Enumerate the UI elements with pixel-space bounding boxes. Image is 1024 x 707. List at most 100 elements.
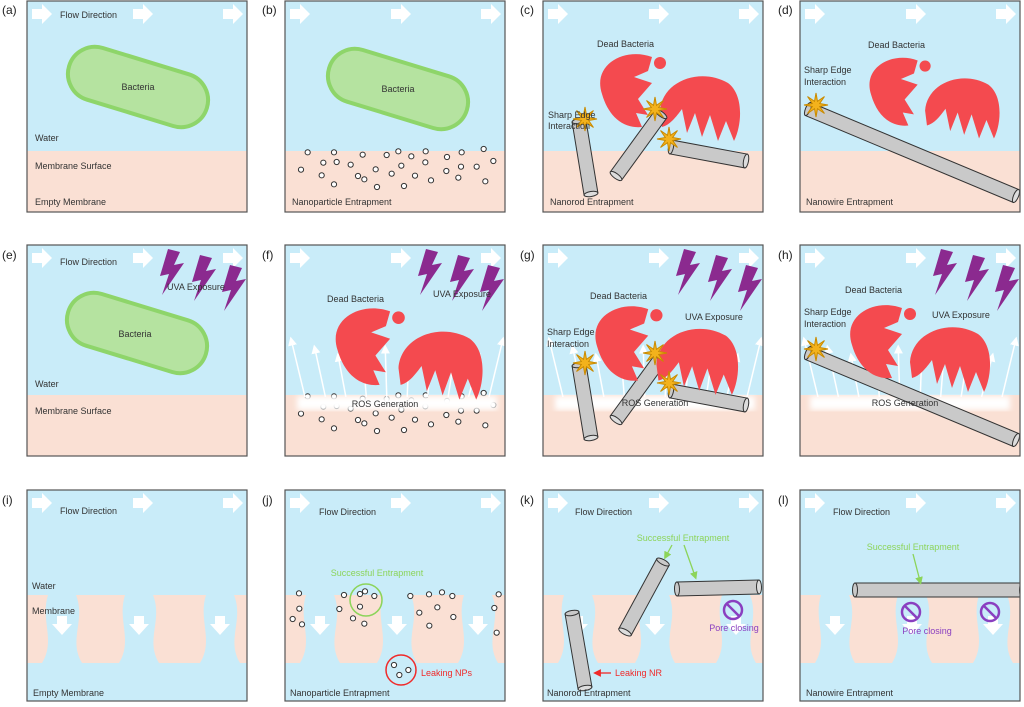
nanorod-end bbox=[583, 434, 599, 442]
sharp-edge-star-icon bbox=[642, 340, 668, 366]
successful-entrapment-circle bbox=[349, 583, 383, 617]
membrane-surface bbox=[27, 395, 247, 456]
nanoparticle bbox=[330, 149, 338, 156]
nanoparticle bbox=[356, 603, 364, 610]
nanoparticle bbox=[297, 410, 305, 417]
sharp-edge-star-icon bbox=[803, 92, 829, 118]
uva-lightning-icon bbox=[965, 255, 989, 301]
dead-bacteria-label: Dead Bacteria bbox=[597, 39, 654, 49]
panel-l: Flow Direction Successful Entrapment Por… bbox=[799, 489, 1021, 702]
panel-caption: Nanoparticle Entrapment bbox=[292, 197, 392, 207]
nanoparticle bbox=[289, 615, 296, 623]
pore-closing-icon bbox=[900, 601, 922, 623]
panel-i: Flow Direction Water Membrane Empty Memb… bbox=[26, 489, 248, 702]
nanorod-end bbox=[742, 397, 750, 413]
nanorod bbox=[803, 101, 1020, 204]
ros-glow bbox=[297, 396, 497, 410]
nanoparticle bbox=[405, 666, 412, 674]
panel-frame bbox=[799, 0, 1021, 213]
nanoparticle bbox=[361, 176, 368, 183]
flow-arrow-icon bbox=[996, 493, 1016, 513]
nanoparticle bbox=[349, 615, 357, 622]
nanoparticle bbox=[434, 604, 441, 611]
nanorod-end bbox=[1011, 188, 1020, 204]
flow-arrow-icon bbox=[906, 493, 926, 513]
panel-j: Flow Direction Successful Entrapment Lea… bbox=[284, 489, 506, 702]
sharp-edge-label: Sharp Edge bbox=[548, 110, 596, 120]
pore-closing-icon bbox=[722, 599, 744, 621]
flow-arrow-icon bbox=[739, 248, 759, 268]
nanoparticle bbox=[450, 613, 457, 621]
ros-arrow bbox=[311, 344, 327, 398]
flow-arrow-icon bbox=[481, 248, 501, 268]
uva-lightning-icon bbox=[995, 265, 1019, 311]
flow-arrow-icon bbox=[649, 248, 669, 268]
bacteria-cell bbox=[64, 290, 210, 376]
nanorod-end bbox=[564, 609, 580, 617]
bacteria-cell bbox=[325, 46, 471, 132]
nanoparticle bbox=[427, 421, 435, 428]
pore-closing-label: Pore closing bbox=[709, 623, 759, 633]
ros-arrow bbox=[288, 336, 306, 398]
flow-arrow-icon bbox=[481, 493, 501, 513]
nanoparticle bbox=[361, 620, 368, 627]
panel-frame bbox=[542, 489, 764, 702]
flow-arrow-icon bbox=[548, 248, 568, 268]
nanoparticle bbox=[361, 588, 369, 595]
nanoparticle bbox=[480, 145, 487, 153]
ros-generation-label: ROS Generation bbox=[872, 398, 939, 408]
successful-entrapment-label: Successful Entrapment bbox=[637, 533, 730, 543]
nanoparticle bbox=[455, 418, 462, 425]
nanoparticle bbox=[495, 591, 502, 598]
uva-lightning-icon bbox=[708, 255, 732, 301]
flow-arrow-icon bbox=[906, 248, 926, 268]
flow-arrow-icon bbox=[996, 248, 1016, 268]
panel-label-f: (f) bbox=[262, 248, 273, 262]
down-flow-arrow-icon bbox=[129, 616, 149, 635]
panel-caption: Nanowire Entrapment bbox=[806, 688, 894, 698]
flow-arrow-icon bbox=[391, 4, 411, 24]
nanoparticle bbox=[318, 416, 325, 423]
uva-exposure-label: UVA Exposure bbox=[433, 289, 491, 299]
membrane-surface-label: Membrane Surface bbox=[35, 161, 112, 171]
nanoparticle bbox=[457, 163, 465, 170]
ros-arrow bbox=[334, 352, 347, 398]
flow-direction-label: Flow Direction bbox=[575, 507, 632, 517]
nanoparticle bbox=[330, 425, 338, 432]
nanorod bbox=[673, 579, 763, 597]
flow-direction-label: Flow Direction bbox=[60, 10, 117, 20]
uva-lightning-icon bbox=[418, 249, 442, 295]
successful-entrapment-label: Successful Entrapment bbox=[867, 542, 960, 552]
nanoparticle bbox=[422, 148, 429, 155]
nanoparticle bbox=[390, 661, 398, 669]
nanorod-body bbox=[854, 582, 1020, 598]
nanorod bbox=[618, 557, 670, 637]
nanoparticle bbox=[443, 411, 450, 419]
dead-bacteria-label: Dead Bacteria bbox=[327, 294, 384, 304]
nanorod-end bbox=[583, 190, 599, 198]
dead-bacteria-fragment bbox=[660, 76, 741, 141]
nanoparticle bbox=[297, 166, 305, 173]
flow-arrow-icon bbox=[805, 493, 825, 513]
dead-bacteria-fragment bbox=[850, 305, 902, 379]
nanoparticle bbox=[427, 177, 435, 184]
flow-arrow-icon bbox=[906, 4, 926, 24]
panel-label-d: (d) bbox=[778, 3, 793, 17]
flow-arrow-icon bbox=[133, 493, 153, 513]
nanorod-end bbox=[742, 153, 750, 169]
ros-generation-label: ROS Generation bbox=[622, 398, 689, 408]
membrane-label: Membrane bbox=[32, 606, 75, 616]
sharp-edge-star-icon bbox=[572, 350, 598, 376]
nanoparticle bbox=[490, 157, 497, 165]
nanoparticle bbox=[388, 170, 395, 177]
panel-label-c: (c) bbox=[520, 3, 534, 17]
flow-arrow-icon bbox=[805, 248, 825, 268]
nanoparticle bbox=[354, 416, 362, 424]
nanoparticle bbox=[407, 592, 414, 600]
panel-frame bbox=[542, 0, 764, 213]
sharp-edge-label: Sharp Edge bbox=[804, 307, 852, 317]
nanoparticle bbox=[296, 605, 303, 612]
pore-closing-icon bbox=[904, 605, 918, 619]
flow-arrow-icon bbox=[739, 4, 759, 24]
sharp-edge-star-icon bbox=[803, 336, 829, 362]
